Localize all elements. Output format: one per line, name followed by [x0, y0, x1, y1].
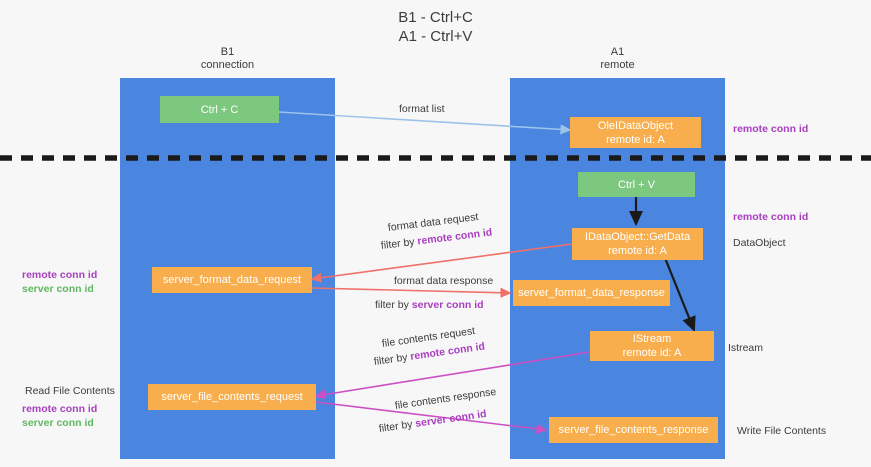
annotation-istream: Istream [728, 342, 764, 354]
filter-key-server-conn-id-2: server conn id [414, 407, 488, 430]
lane-header-b1-role: connection [200, 59, 255, 71]
lane-header-a1-name: A1 [610, 46, 625, 58]
section-divider [0, 155, 871, 161]
node-istream-line2: remote id: A [622, 347, 682, 359]
node-server-format-data-response-label: server_format_data_response [518, 287, 665, 299]
node-istream[interactable]: IStream remote id: A [590, 331, 714, 361]
node-istream-line1: IStream [632, 333, 672, 345]
filter-prefix-4: filter by [378, 417, 417, 435]
lane-header-a1-role: remote [600, 59, 635, 71]
title-line-2: A1 - Ctrl+V [398, 28, 473, 45]
lane-header-a1: A1 remote [510, 46, 725, 72]
node-getdata-line2: remote id: A [608, 245, 667, 257]
node-ctrl-v[interactable]: Ctrl + V [578, 172, 695, 197]
edge-label-format-list: format list [399, 103, 445, 115]
node-ole-idataobject-line1: OleIDataObject [597, 119, 674, 132]
filter-key-server-conn-id-1: server conn id [411, 299, 484, 311]
lane-header-b1: B1 connection [120, 46, 335, 72]
lane-header-b1-name: B1 [220, 46, 235, 58]
edge-label-format-data-response-filter: filter by server conn id [375, 299, 484, 312]
annotation-dataobject: DataObject [733, 237, 786, 249]
filter-prefix-1: filter by [380, 235, 419, 252]
node-ole-idataobject[interactable]: OleIDataObject remote id: A [570, 117, 701, 148]
edge-label-file-contents-response-filter: filter by server conn id [378, 408, 487, 436]
node-server-file-contents-request-label: server_file_contents_request [161, 391, 303, 403]
node-server-format-data-request-label: server_format_data_request [162, 274, 302, 286]
annotation-left-server-conn-id-2: server conn id [22, 417, 94, 429]
edge-label-format-data-response: format data response [394, 275, 494, 287]
node-server-format-data-request[interactable]: server_format_data_request [152, 267, 312, 293]
annotation-left-remote-conn-id-2: remote conn id [22, 403, 98, 415]
connector-format-data-response [311, 287, 512, 298]
title-line-1: B1 - Ctrl+C [398, 9, 473, 26]
node-server-file-contents-request[interactable]: server_file_contents_request [148, 384, 316, 410]
annotation-remote-conn-id-top: remote conn id [733, 123, 809, 135]
annotation-left-remote-conn-id-1: remote conn id [22, 269, 98, 281]
annotation-remote-conn-id-mid: remote conn id [733, 211, 809, 223]
node-server-file-contents-response-label: server_file_contents_response [558, 424, 709, 436]
node-ctrl-c[interactable]: Ctrl + C [160, 96, 279, 123]
node-ctrl-c-label: Ctrl + C [200, 103, 239, 116]
page-title: B1 - Ctrl+C A1 - Ctrl+V [0, 8, 871, 46]
annotation-read-file-contents: Read File Contents [25, 385, 115, 397]
annotation-left-server-conn-id-1: server conn id [22, 283, 94, 295]
node-ctrl-v-label: Ctrl + V [618, 178, 655, 191]
filter-prefix-2: filter by [375, 299, 412, 311]
annotation-write-file-contents: Write File Contents [737, 425, 827, 437]
node-server-format-data-response[interactable]: server_format_data_response [513, 280, 670, 306]
node-getdata-line1: IDataObject::GetData [584, 231, 691, 243]
node-idataobject-getdata[interactable]: IDataObject::GetData remote id: A [572, 228, 703, 260]
node-ole-idataobject-line2: remote id: A [606, 133, 665, 146]
filter-prefix-3: filter by [373, 350, 412, 368]
node-server-file-contents-response[interactable]: server_file_contents_response [549, 417, 718, 443]
